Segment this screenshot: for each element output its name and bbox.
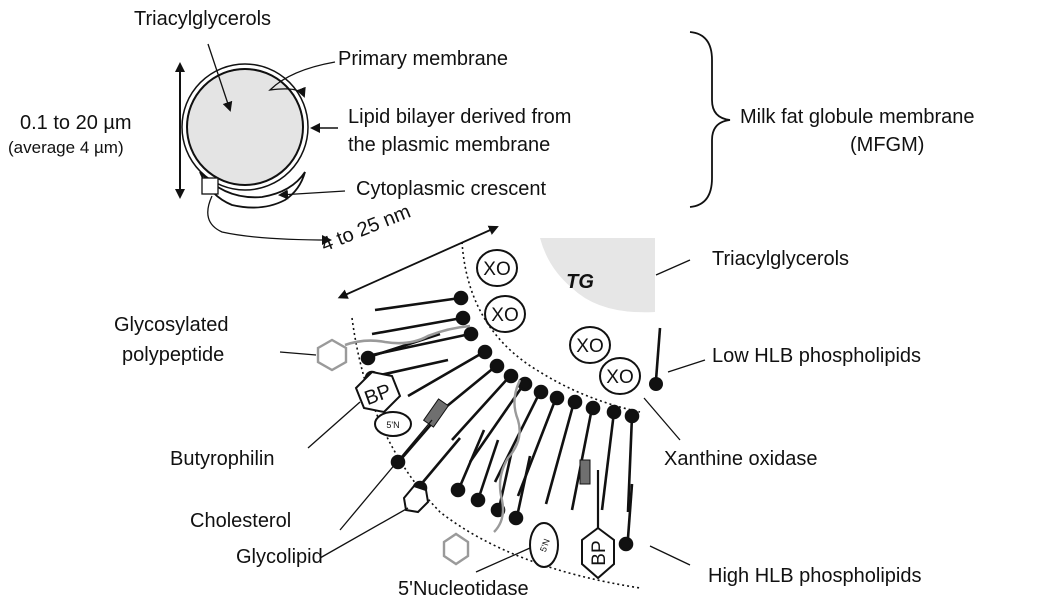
tg-label: TG bbox=[566, 271, 594, 293]
leader-nucleotidase bbox=[476, 548, 530, 572]
label-triacylglycerols-top: Triacylglycerols bbox=[134, 8, 271, 32]
label-high-hlb: High HLB phospholipids bbox=[708, 565, 921, 589]
label-glycosylated-1: Glycosylated bbox=[114, 314, 229, 338]
glycolipid-hexagon-gray bbox=[444, 534, 468, 564]
label-size-range: 0.1 to 20 µm bbox=[20, 112, 132, 136]
xo-label-4: XO bbox=[606, 367, 633, 388]
leader-cholesterol bbox=[340, 420, 432, 530]
leader-butyrophilin bbox=[308, 402, 360, 448]
label-glycolipid: Glycolipid bbox=[236, 546, 323, 570]
label-xanthine-oxidase: Xanthine oxidase bbox=[664, 448, 817, 472]
leader-xanthine bbox=[644, 398, 680, 440]
xo-label-2: XO bbox=[491, 305, 518, 326]
cholesterol-bar-1 bbox=[424, 399, 449, 427]
glyco-hexagon bbox=[318, 340, 346, 370]
label-mfgm-1: Milk fat globule membrane bbox=[740, 106, 975, 130]
leader-tg-right bbox=[656, 260, 690, 275]
leader-high-hlb bbox=[650, 546, 690, 565]
bp-label-bottom: BP bbox=[589, 540, 610, 565]
label-lipid-bilayer-2: the plasmic membrane bbox=[348, 134, 550, 158]
label-triacylglycerols-right: Triacylglycerols bbox=[712, 248, 849, 272]
label-glycosylated-2: polypeptide bbox=[122, 344, 224, 368]
label-butyrophilin: Butyrophilin bbox=[170, 448, 275, 472]
xo-label-1: XO bbox=[483, 259, 510, 280]
label-mfgm-2: (MFGM) bbox=[850, 134, 924, 158]
tg-region bbox=[540, 238, 655, 312]
globule-bottom-rect bbox=[202, 178, 218, 194]
low-hlb-head bbox=[649, 377, 663, 391]
leader-glyco bbox=[280, 352, 316, 355]
fat-globule bbox=[182, 64, 308, 208]
label-primary-membrane: Primary membrane bbox=[338, 48, 508, 72]
xo-label-3: XO bbox=[576, 336, 603, 357]
low-hlb-tail bbox=[656, 328, 660, 380]
label-cytoplasmic-crescent: Cytoplasmic crescent bbox=[356, 178, 546, 202]
mfgm-brace bbox=[690, 32, 730, 207]
label-low-hlb: Low HLB phospholipids bbox=[712, 345, 921, 369]
label-lipid-bilayer-1: Lipid bilayer derived from bbox=[348, 106, 571, 130]
label-cholesterol: Cholesterol bbox=[190, 510, 291, 534]
fn-label-left: 5'N bbox=[386, 420, 399, 430]
leader-low-hlb bbox=[668, 360, 705, 372]
leader-glycolipid bbox=[320, 508, 408, 558]
label-size-average: (average 4 µm) bbox=[8, 138, 124, 158]
label-nucleotidase: 5'Nucleotidase bbox=[398, 578, 529, 602]
cholesterol-bar-2 bbox=[580, 460, 590, 484]
